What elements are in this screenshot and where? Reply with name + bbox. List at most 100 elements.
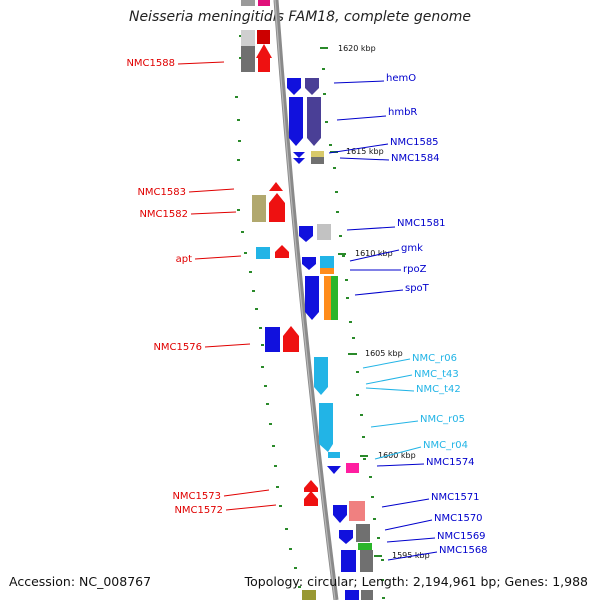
gene-arrow[interactable] [299, 226, 313, 242]
gene-label-nmc_t42[interactable]: NMC_t42 [416, 384, 461, 395]
track-tick [239, 57, 242, 59]
gene-feature[interactable] [317, 224, 331, 240]
gene-label-nmc_r06[interactable]: NMC_r06 [412, 353, 457, 364]
gene-arrow[interactable] [287, 78, 301, 95]
gene-feature[interactable] [356, 524, 370, 542]
track-tick [266, 403, 269, 405]
gene-label-nmc1576[interactable]: NMC1576 [153, 342, 202, 353]
gene-feature[interactable] [361, 590, 373, 600]
gene-feature[interactable] [346, 463, 359, 473]
gene-feature[interactable] [252, 195, 266, 222]
gene-label-spot[interactable]: spoT [405, 283, 430, 294]
gene-label-rpoz[interactable]: rpoZ [403, 264, 427, 275]
track-tick [323, 93, 326, 95]
gene-arrow[interactable] [256, 44, 272, 72]
leader-line [362, 358, 411, 369]
gene-label-nmc_r04[interactable]: NMC_r04 [423, 440, 468, 451]
gene-feature[interactable] [320, 268, 334, 274]
gene-label-nmc1581[interactable]: NMC1581 [397, 218, 446, 229]
track-tick [237, 119, 240, 121]
gene-label-nmc1573[interactable]: NMC1573 [172, 491, 221, 502]
gene-feature[interactable] [256, 247, 270, 259]
gene-arrow[interactable] [305, 78, 319, 95]
gene-feature[interactable] [302, 590, 316, 600]
gene-label-nmc1582[interactable]: NMC1582 [139, 209, 188, 220]
gene-feature[interactable] [311, 151, 324, 157]
track-tick [360, 414, 363, 416]
track-tick [329, 144, 332, 146]
track-tick [339, 235, 342, 237]
gene-feature[interactable] [265, 327, 280, 352]
gene-feature[interactable] [324, 276, 331, 320]
leader-line [333, 80, 385, 84]
gene-label-nmc_t43[interactable]: NMC_t43 [414, 369, 459, 380]
gene-arrow[interactable] [269, 193, 285, 222]
gene-arrow[interactable] [283, 326, 299, 352]
gene-feature[interactable] [349, 501, 365, 521]
gene-arrow[interactable] [307, 97, 321, 146]
gene-arrow[interactable] [339, 530, 353, 544]
gene-label-gmk[interactable]: gmk [401, 243, 423, 254]
gene-label-nmc1568[interactable]: NMC1568 [439, 545, 488, 556]
scale-label: 1595 kbp [392, 551, 430, 560]
track-tick [298, 586, 301, 588]
gene-feature[interactable] [257, 30, 270, 44]
gene-arrow[interactable] [333, 505, 347, 523]
gene-label-nmc1570[interactable]: NMC1570 [434, 513, 483, 524]
gene-label-nmc1585[interactable]: NMC1585 [390, 137, 439, 148]
leader-line [328, 143, 389, 154]
gene-arrow[interactable] [319, 403, 333, 452]
gene-label-nmc_r05[interactable]: NMC_r05 [420, 414, 465, 425]
gene-arrow[interactable] [304, 491, 318, 506]
gene-feature[interactable] [360, 550, 373, 572]
gene-arrow[interactable] [302, 257, 316, 270]
gene-feature[interactable] [358, 543, 372, 550]
gene-label-apt[interactable]: apt [176, 254, 192, 265]
scale-label: 1605 kbp [365, 349, 403, 358]
gene-label-hmbr[interactable]: hmbR [388, 107, 417, 118]
track-tick [371, 496, 374, 498]
track-tick [356, 371, 359, 373]
gene-label-hemo[interactable]: hemO [386, 73, 416, 84]
gene-label-nmc1588[interactable]: NMC1588 [126, 58, 175, 69]
gene-feature[interactable] [320, 256, 334, 268]
gene-label-nmc1574[interactable]: NMC1574 [426, 457, 475, 468]
track-tick [237, 209, 240, 211]
topology-summary: Topology: circular; Length: 2,194,961 bp… [244, 574, 588, 589]
gene-arrow[interactable] [304, 480, 318, 492]
gene-arrow[interactable] [327, 466, 341, 474]
gene-feature[interactable] [328, 452, 340, 458]
track-tick [325, 121, 328, 123]
gene-arrow[interactable] [275, 245, 289, 258]
gene-arrow[interactable] [293, 158, 305, 164]
gene-feature[interactable] [241, 0, 255, 6]
gene-labels: NMC1588NMC1583NMC1582aptNMC1576NMC1573NM… [126, 58, 488, 561]
leader-line [223, 489, 270, 497]
gene-label-nmc1569[interactable]: NMC1569 [437, 531, 486, 542]
track-tick [235, 96, 238, 98]
track-tick [373, 518, 376, 520]
gene-arrow[interactable] [293, 152, 305, 158]
track-tick [285, 528, 288, 530]
gene-arrow[interactable] [314, 357, 328, 395]
track-tick [346, 297, 349, 299]
gene-arrow[interactable] [305, 276, 319, 320]
gene-feature[interactable] [331, 276, 338, 320]
gene-arrow[interactable] [269, 182, 283, 191]
gene-label-nmc1584[interactable]: NMC1584 [391, 153, 440, 164]
scale-label: 1615 kbp [346, 147, 384, 156]
gene-feature[interactable] [341, 550, 356, 572]
gene-feature[interactable] [258, 0, 270, 6]
gene-label-nmc1571[interactable]: NMC1571 [431, 492, 480, 503]
track-tick [336, 211, 339, 213]
gene-label-nmc1572[interactable]: NMC1572 [174, 505, 223, 516]
gene-feature[interactable] [241, 46, 255, 72]
track-tick [342, 255, 345, 257]
gene-label-nmc1583[interactable]: NMC1583 [137, 187, 186, 198]
gene-feature[interactable] [241, 30, 255, 46]
gene-arrow[interactable] [289, 97, 303, 146]
track-tick [249, 271, 252, 273]
gene-feature[interactable] [345, 590, 359, 600]
gene-feature[interactable] [311, 157, 324, 164]
